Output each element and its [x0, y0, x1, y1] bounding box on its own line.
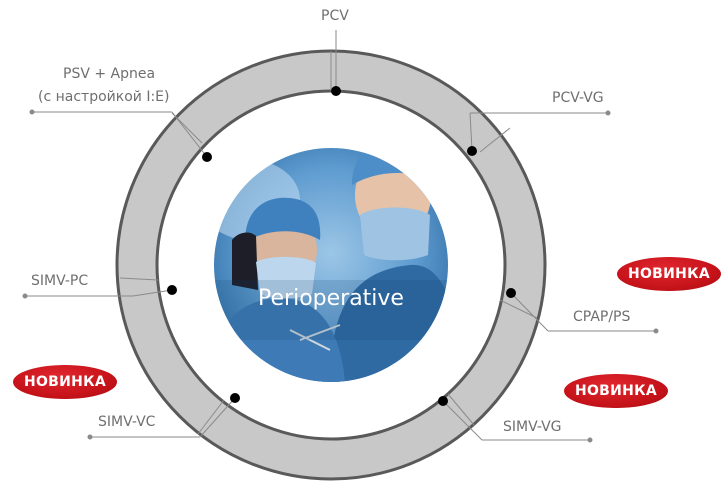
leader-end-dot	[605, 110, 611, 116]
leader-end-dot	[587, 437, 593, 443]
leader-line-simv-pc	[132, 289, 173, 297]
mode-label-simv-vg: SIMV-VG	[503, 419, 562, 435]
ring-divider	[499, 299, 538, 319]
new-badge-simv-vg: НОВИНКА	[564, 374, 668, 408]
leader-line-psv	[171, 111, 208, 158]
mode-dot-simv-vg	[438, 396, 448, 406]
mode-label-cpap-ps: CPAP/PS	[573, 309, 631, 325]
mode-dot-pcv-vg	[467, 146, 477, 156]
mode-label-pcv-vg: PCV-VG	[552, 90, 604, 106]
mode-label-simv-pc: SIMV-PC	[31, 273, 89, 289]
mode-dot-psv	[202, 152, 212, 162]
mode-dot-pcv	[331, 86, 341, 96]
mode-label-pcv: PCV	[321, 8, 349, 24]
leader-line-simv-vg	[442, 400, 483, 441]
center-title: Perioperative	[258, 286, 404, 311]
ring-divider	[447, 393, 475, 426]
leader-line-simv-vc	[199, 397, 236, 438]
leader-line-cpap	[510, 292, 549, 332]
mode-label-simv-vc: SIMV-VC	[98, 414, 156, 430]
leader-end-dot	[87, 434, 93, 440]
ring-divider	[119, 277, 159, 281]
mode-dot-simv-vc	[230, 393, 240, 403]
ring-divider	[479, 127, 511, 153]
new-badge-cpap: НОВИНКА	[617, 257, 721, 291]
new-badge-simv-vc: НОВИНКА	[13, 365, 117, 399]
ring-divider	[197, 399, 225, 435]
mode-dot-cpap	[506, 288, 516, 298]
leader-end-dot	[22, 293, 28, 299]
mode-dot-simv-pc	[167, 285, 177, 295]
leader-line-pcv-vg	[469, 112, 473, 151]
mode-label-psv-apnea-line2: (с настройкой I:E)	[38, 89, 170, 105]
leader-end-dot	[29, 109, 35, 115]
perioperative-photo	[214, 148, 448, 382]
leader-end-dot	[653, 328, 659, 334]
mode-label-psv-apnea-line1: PSV + Apnea	[63, 66, 156, 82]
